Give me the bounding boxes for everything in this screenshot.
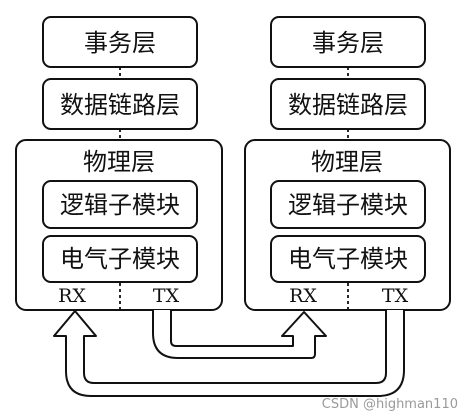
right-device: 事务层 数据链路层 物理层 逻辑子模块 电气子模块 RX TX: [244, 16, 451, 311]
right-physical-layer-label: 物理层: [311, 148, 383, 176]
link-left-tx-to-right-rx-outline: [152, 310, 327, 359]
left-tx-label: TX: [153, 285, 180, 307]
right-data-link-layer-label: 数据链路层: [288, 91, 408, 119]
right-transaction-layer-label: 事务层: [312, 29, 384, 57]
link-right-tx-to-left-rx-outline: [53, 310, 405, 397]
left-data-link-layer-label: 数据链路层: [60, 91, 180, 119]
right-electrical-sub-block-box: [270, 235, 426, 283]
left-electrical-sub-block-box: [42, 235, 198, 283]
left-transaction-layer-label: 事务层: [84, 29, 156, 57]
left-electrical-sub-block-label: 电气子模块: [60, 245, 180, 273]
right-logical-sub-block-label: 逻辑子模块: [288, 191, 408, 219]
watermark: CSDN @highman110: [322, 397, 458, 412]
right-rx-label: RX: [289, 285, 317, 307]
link-right-tx-to-left-rx: [53, 310, 405, 397]
left-logical-sub-block-label: 逻辑子模块: [60, 191, 180, 219]
left-rx-label: RX: [58, 285, 86, 307]
left-logical-sub-block-box: [42, 180, 198, 229]
right-tx-label: TX: [382, 285, 409, 307]
left-device: 事务层 数据链路层 物理层 逻辑子模块 电气子模块 RX TX: [15, 16, 223, 311]
link-left-tx-to-right-rx: [152, 310, 327, 359]
right-electrical-sub-block-label: 电气子模块: [288, 245, 408, 273]
right-logical-sub-block-box: [270, 180, 426, 229]
left-physical-layer-label: 物理层: [83, 148, 155, 176]
